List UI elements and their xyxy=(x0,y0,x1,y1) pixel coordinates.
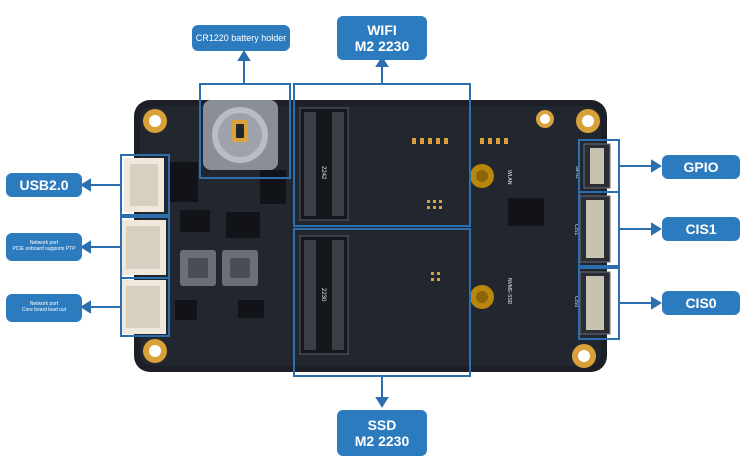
label-network-1-line1: Network port xyxy=(29,240,59,247)
label-network-1: Network port PCIE onboard supports PTP xyxy=(6,233,82,261)
chip-d xyxy=(238,300,264,318)
label-ssd: SSD M2 2230 xyxy=(337,410,427,456)
chip-f xyxy=(180,210,210,232)
label-network-2-line1: Network port xyxy=(29,301,59,308)
silk-cis1: CIS1 xyxy=(573,224,579,235)
mounting-hole-bl xyxy=(143,339,167,363)
wifi-standoff xyxy=(470,164,494,188)
battery-holder xyxy=(203,100,278,170)
mounting-hole-mid xyxy=(536,110,554,128)
ssd-standoff xyxy=(470,285,494,309)
silk-gpio: GPIO xyxy=(574,166,580,179)
silk-m2-top: 2242 xyxy=(320,166,326,180)
network-connector-2 xyxy=(120,280,166,334)
network-connector-1 xyxy=(120,220,166,275)
m2-wifi-slot xyxy=(299,107,349,221)
label-usb: USB2.0 xyxy=(6,173,82,197)
label-cis0: CIS0 xyxy=(662,291,740,315)
label-cis0-text: CIS0 xyxy=(685,294,717,311)
inductor-2-core xyxy=(230,258,250,278)
label-battery: CR1220 battery holder xyxy=(192,25,290,51)
label-wifi-line1: WIFI xyxy=(367,21,397,38)
chip-b xyxy=(226,212,260,238)
usb-connector xyxy=(124,158,164,212)
silk-wlan: WLAN xyxy=(506,170,512,185)
label-battery-text: CR1220 battery holder xyxy=(195,32,287,43)
cis0-connector xyxy=(579,271,611,335)
inductor-1-core xyxy=(188,258,208,278)
pads-mid xyxy=(427,200,442,281)
m2-ssd-slot xyxy=(299,235,349,355)
label-usb-text: USB2.0 xyxy=(19,176,69,193)
chip-a xyxy=(170,162,198,202)
mounting-hole-tr xyxy=(576,109,600,133)
label-ssd-line1: SSD xyxy=(367,416,397,433)
callout-arrows xyxy=(80,50,662,408)
label-ssd-line2: M2 2230 xyxy=(354,433,410,449)
ic-chip xyxy=(508,198,544,226)
silk-cis0: CIS0 xyxy=(573,296,579,307)
mounting-hole-tl xyxy=(143,109,167,133)
chip-e xyxy=(260,170,286,204)
gpio-connector xyxy=(583,143,611,189)
cis1-connector xyxy=(579,195,611,263)
label-cis1-text: CIS1 xyxy=(685,220,717,237)
chip-c xyxy=(175,300,197,320)
pads-top xyxy=(412,138,508,144)
silk-nvme: NVME-SSD xyxy=(506,278,512,305)
label-cis1: CIS1 xyxy=(662,217,740,241)
label-gpio: GPIO xyxy=(662,155,740,179)
label-network-1-line2: PCIE onboard supports PTP xyxy=(12,246,76,252)
silk-usb: USB2.0 xyxy=(156,176,162,193)
label-wifi-line2: M2 2230 xyxy=(354,38,410,54)
label-wifi: WIFI M2 2230 xyxy=(337,16,427,60)
label-gpio-text: GPIO xyxy=(683,158,719,175)
label-network-2: Network port Core board lead out xyxy=(6,294,82,322)
label-network-2-line2: Core board lead out xyxy=(21,307,67,313)
silk-m2-bottom: 2230 xyxy=(320,288,326,302)
mounting-hole-br xyxy=(572,344,596,368)
